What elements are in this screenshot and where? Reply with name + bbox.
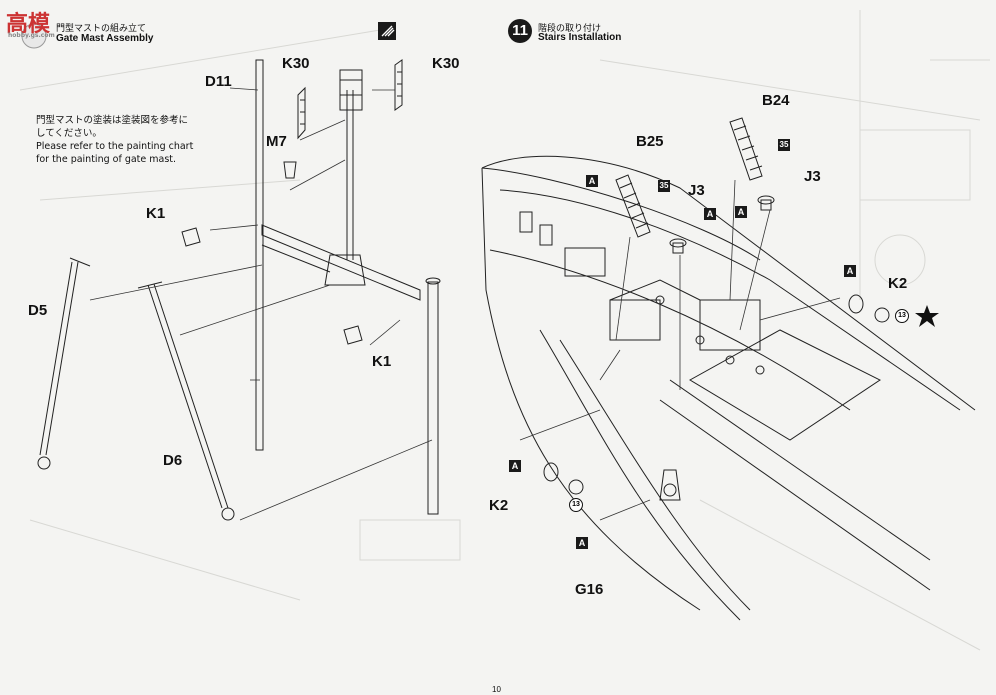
painting-note: 門型マストの塗装は塗装図を参考に してください。 Please refer to… [36,114,193,166]
watermark-sub: hobby.gs.com [8,32,55,39]
label-K2-left: K2 [489,497,509,514]
gate-mast-icon [37,59,441,521]
badge-A: A [586,175,598,187]
badge-35: 35 [658,180,670,192]
painting-note-jp-2: してください。 [36,128,102,139]
painting-note-en-2: for the painting of gate mast. [36,154,177,165]
label-D6: D6 [163,452,183,469]
step11-number: 11 [508,19,532,43]
badge-A: A [509,460,521,472]
label-B25: B25 [636,133,664,150]
badge-A: A [735,206,747,218]
star-icon [915,305,939,327]
label-B24: B24 [762,92,790,109]
label-K1-bottom: K1 [372,353,392,370]
watermark-logo: 高模 [6,12,51,37]
stairs-icon [519,117,890,521]
badge-A: A [844,265,856,277]
label-M7: M7 [266,133,287,150]
page-number: 10 [492,685,501,694]
label-D11: D11 [205,73,232,90]
badge-A: A [576,537,588,549]
hull-icon [481,155,976,621]
painting-note-en-1: Please refer to the painting chart [36,141,194,152]
label-D5: D5 [28,302,48,319]
painting-note-jp-1: 門型マストの塗装は塗装図を参考に [36,115,189,126]
label-K1-top: K1 [146,205,166,222]
badge-35: 35 [778,139,790,151]
badge-13: 13 [569,498,583,512]
label-G16: G16 [575,581,604,598]
step10-title-en: Gate Mast Assembly [56,33,154,44]
step11-title-en: Stairs Installation [538,32,622,43]
step11-title-jp: 階段の取り付け [538,23,602,33]
label-K2-right: K2 [888,275,908,292]
label-K30-left: K30 [282,55,310,72]
step10-title-jp: 門型マストの組み立て [56,23,147,33]
badge-A: A [704,208,716,220]
label-J3-right: J3 [804,168,821,185]
label-K30-right: K30 [432,55,460,72]
badge-13: 13 [895,309,909,323]
label-J3-left: J3 [688,182,705,199]
